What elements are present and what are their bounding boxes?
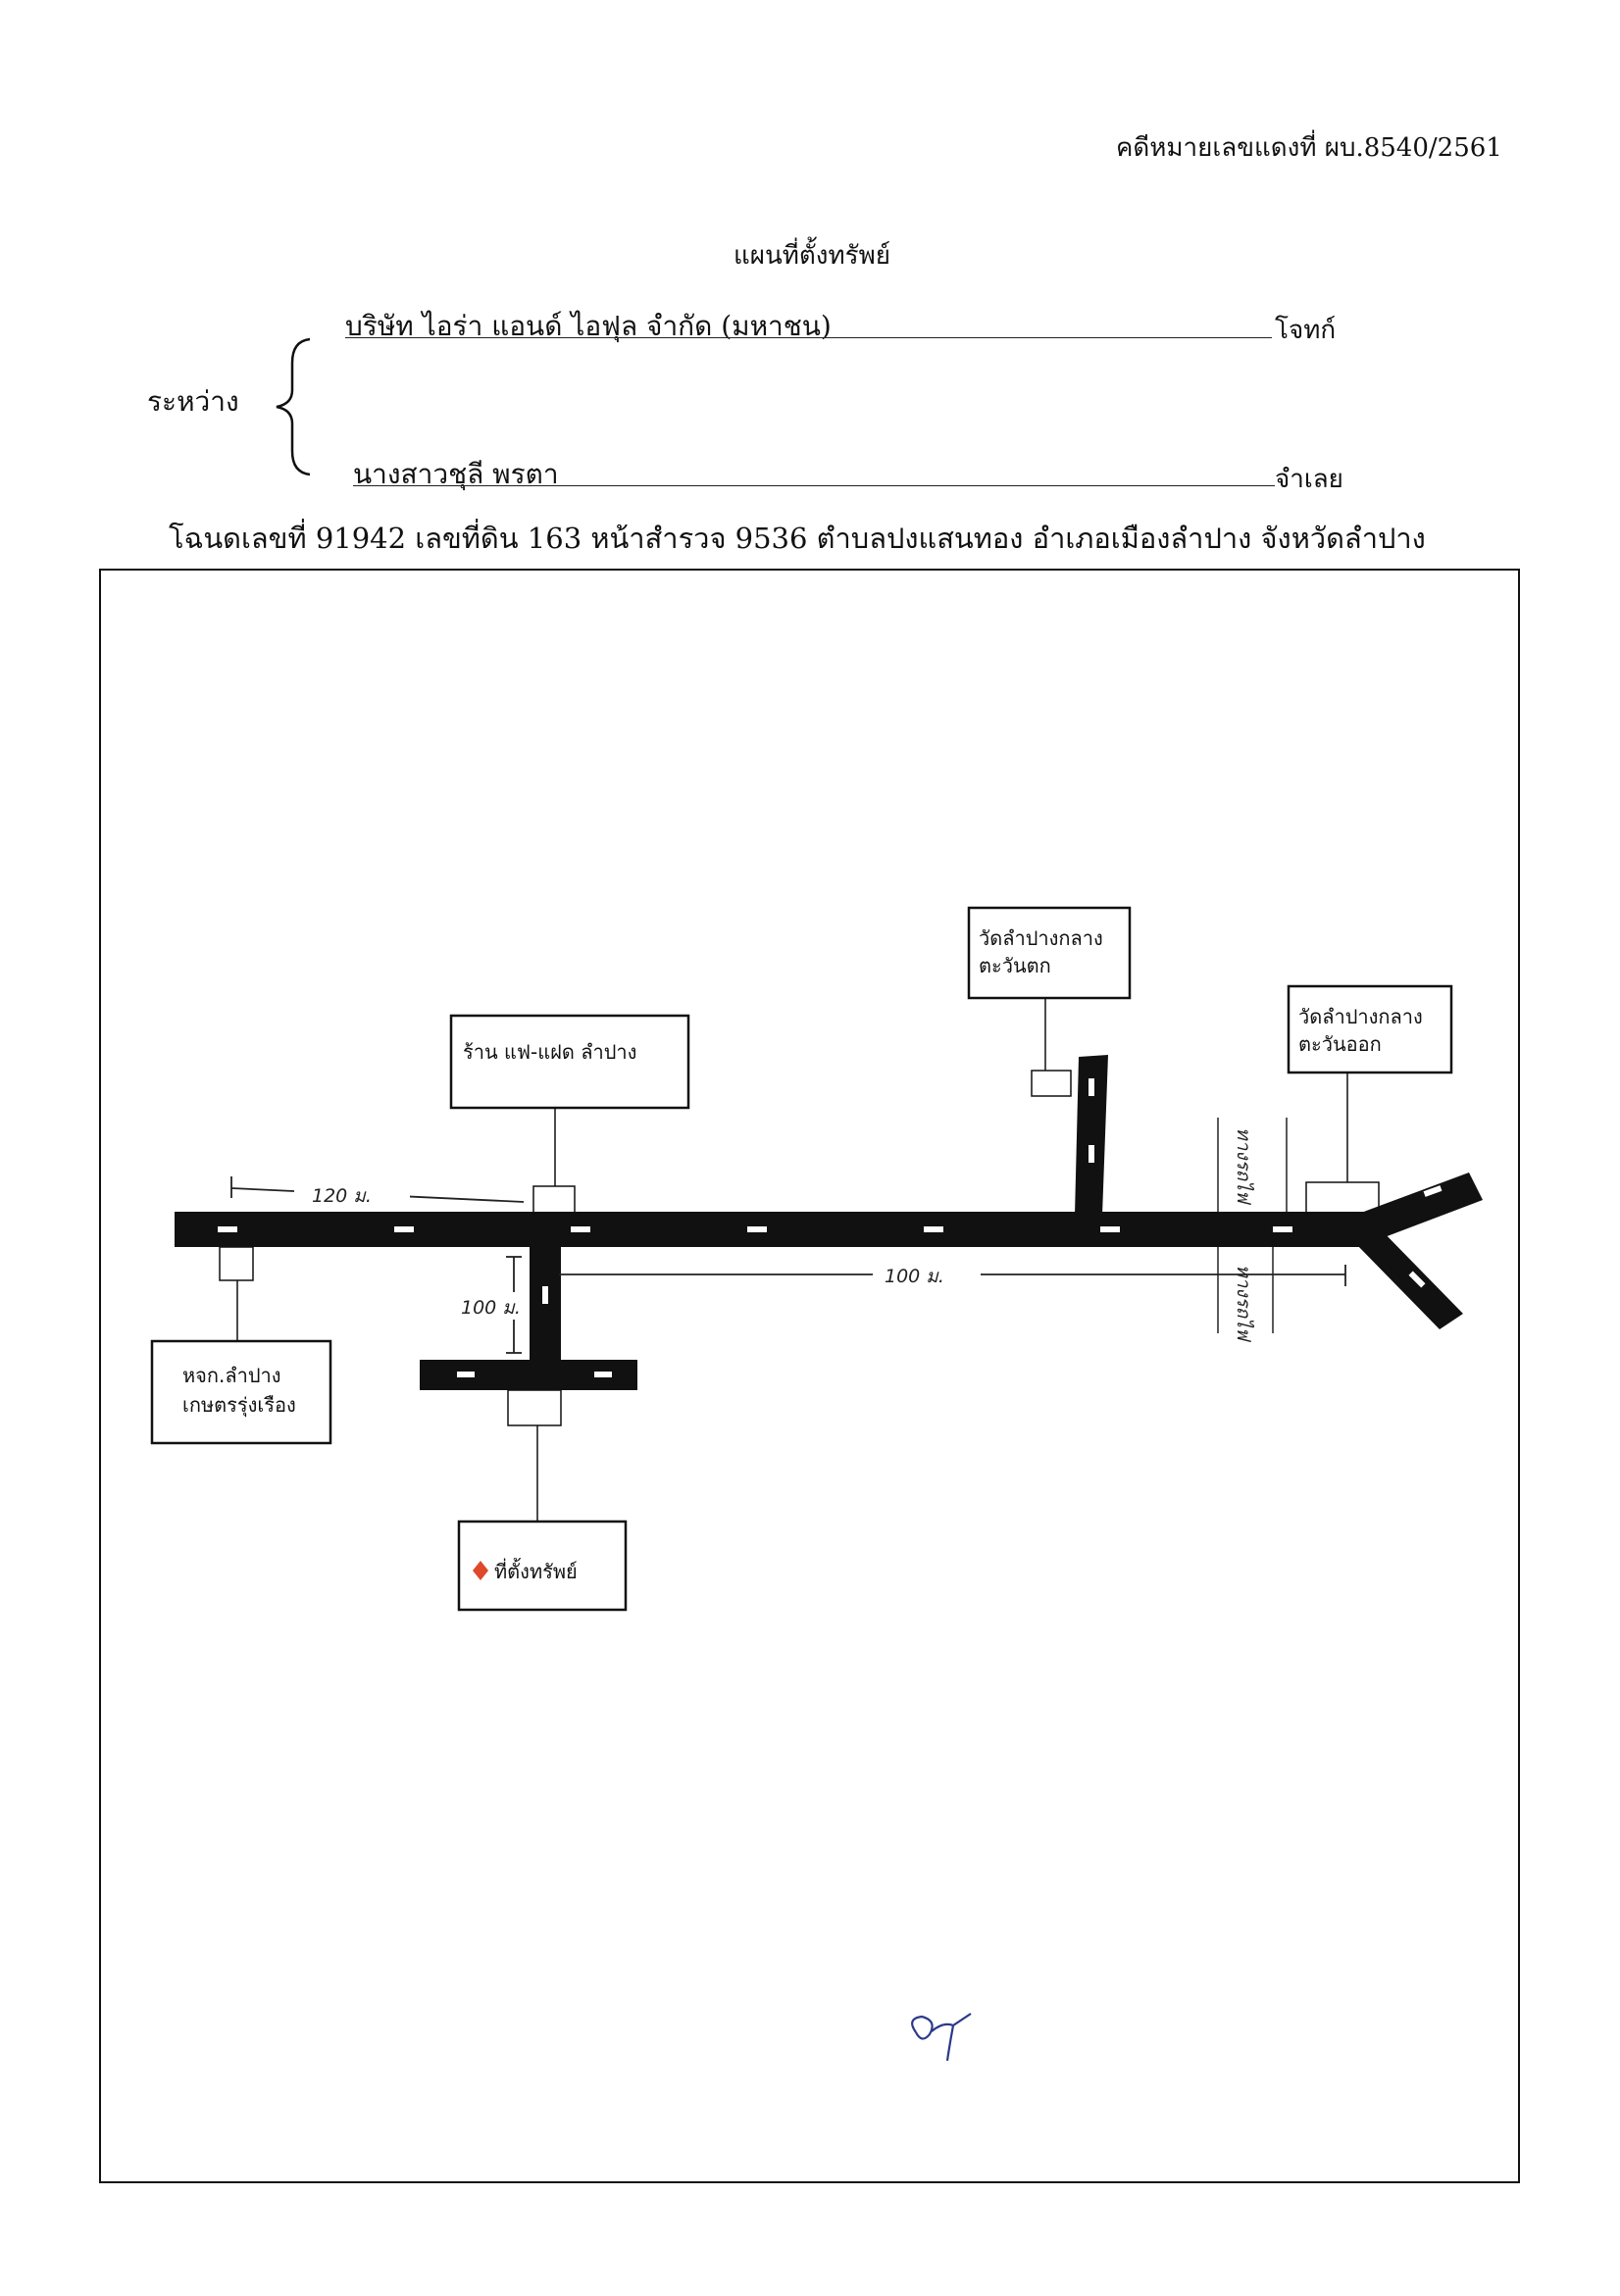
property-label: ที่ตั้งทรัพย์ bbox=[494, 1558, 578, 1583]
lane-mark bbox=[747, 1226, 767, 1232]
temple-west-label-2: ตะวันตก bbox=[979, 954, 1051, 977]
case-number: คดีหมายเลขแดงที่ ผบ.8540/2561 bbox=[1116, 133, 1502, 163]
temple-west-label-1: วัดลำปางกลาง bbox=[979, 926, 1103, 950]
fork-road-lower bbox=[1353, 1225, 1463, 1329]
coop-label-1: หจก.ลำปาง bbox=[182, 1364, 281, 1387]
coop-label-2: เกษตรรุ่งเรือง bbox=[182, 1393, 296, 1418]
property-diamond-icon bbox=[473, 1561, 488, 1580]
lane-mark bbox=[594, 1372, 612, 1377]
lane-mark bbox=[1423, 1185, 1443, 1197]
shop-box bbox=[449, 1014, 690, 1110]
plaintiff-underline bbox=[345, 337, 1272, 338]
distance-main-label: 100 ม. bbox=[885, 1266, 944, 1287]
railway-label-bottom: ทางรถไฟ bbox=[1233, 1265, 1255, 1343]
temple-east-label-1: วัดลำปางกลาง bbox=[1298, 1005, 1423, 1028]
lane-mark bbox=[457, 1372, 475, 1377]
distance-left-label: 120 ม. bbox=[312, 1185, 372, 1207]
lane-mark bbox=[394, 1226, 414, 1232]
shop-label: ร้าน แฟ-แฝด ลำปาง bbox=[463, 1040, 636, 1064]
temple-east-box bbox=[1287, 984, 1453, 1074]
plaintiff-name: บริษัท ไอร่า แอนด์ ไอฟุล จำกัด (มหาชน) bbox=[345, 310, 832, 342]
north-road bbox=[1075, 1055, 1108, 1216]
lane-mark bbox=[1273, 1226, 1292, 1232]
lane-mark bbox=[1408, 1271, 1426, 1288]
page-title: แผนที่ตั้งทรัพย์ bbox=[734, 241, 890, 271]
lane-mark bbox=[542, 1286, 548, 1304]
fork-road-upper bbox=[1353, 1173, 1483, 1243]
lane-mark bbox=[1088, 1078, 1094, 1096]
lane-mark bbox=[924, 1226, 943, 1232]
lane-mark bbox=[1100, 1226, 1120, 1232]
plaintiff-role: โจทก์ bbox=[1275, 316, 1337, 345]
brace bbox=[276, 337, 311, 476]
between-label: ระหว่าง bbox=[147, 385, 239, 418]
main-road bbox=[175, 1212, 1369, 1247]
signature bbox=[911, 2013, 972, 2062]
temple-east-label-2: ตะวันออก bbox=[1298, 1032, 1382, 1056]
deed-line: โฉนดเลขที่ 91942 เลขที่ดิน 163 หน้าสำรวจ… bbox=[169, 522, 1426, 555]
property-box bbox=[457, 1520, 628, 1612]
map-frame bbox=[99, 569, 1520, 2183]
railway-label-top: ทางรถไฟ bbox=[1233, 1127, 1255, 1206]
coop-box bbox=[150, 1339, 332, 1445]
side-road-vertical bbox=[530, 1241, 561, 1369]
defendant-role: จำเลย bbox=[1275, 465, 1343, 494]
temple-west-box bbox=[967, 906, 1132, 1000]
distance-side-label: 100 ม. bbox=[461, 1297, 521, 1319]
lane-mark bbox=[571, 1226, 590, 1232]
lane-mark bbox=[218, 1226, 237, 1232]
defendant-underline bbox=[353, 485, 1275, 486]
defendant-name: นางสาวชุลี พรตา bbox=[353, 458, 559, 490]
lane-mark bbox=[1088, 1145, 1094, 1163]
